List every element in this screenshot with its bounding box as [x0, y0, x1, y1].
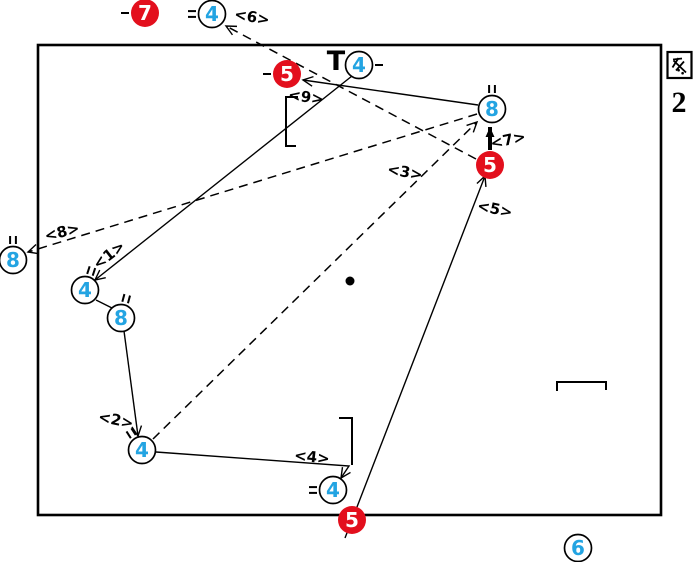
pass-6-arrowhead: [224, 25, 238, 36]
player-4-bottom: 4: [309, 475, 348, 505]
player-4-bottom-left-number: 4: [135, 438, 149, 462]
player-4-top-left: 4: [188, 0, 227, 29]
caption-number: 2: [672, 86, 687, 119]
move-4: [155, 451, 351, 479]
player-4-left-tick: [86, 265, 91, 275]
player-8-right: 8: [477, 85, 507, 124]
player-8-right-number: 8: [485, 97, 499, 121]
player-8-left: 8: [106, 293, 136, 333]
player-5-bottom-red: 5: [338, 506, 366, 534]
center-dot: [345, 276, 355, 286]
player-4-top: 4: [344, 50, 383, 80]
player-5-right-red-number: 5: [483, 153, 497, 177]
screen-t-symbol: T: [327, 46, 346, 77]
player-4-bottom-circle: [318, 475, 348, 505]
player-8-left-number: 8: [114, 306, 128, 330]
pass-8-arrowhead: [26, 243, 39, 255]
player-4-bottom-left-tick: [130, 427, 137, 436]
player-5-right-red: 5: [476, 151, 504, 179]
step-labels: <1> <2> <3> <4> <5> <6> <7> <8> <9>: [43, 5, 528, 468]
player-5-top-red-circle: [273, 60, 301, 88]
pass-3: [152, 121, 478, 440]
player-4-top-circle: [344, 50, 374, 80]
pass-6: [225, 25, 477, 160]
player-4-top-left-circle: [197, 0, 227, 29]
movement-and-pass-lines: [26, 25, 495, 539]
player-6: 6: [563, 533, 593, 562]
label-7: <7>: [489, 127, 528, 152]
player-6-number: 6: [571, 536, 585, 560]
player-8-outside-left-circle: [0, 245, 28, 275]
pass-8: [27, 113, 478, 253]
pass-3-arrowhead: [466, 120, 479, 133]
player-4-left-number: 4: [78, 278, 92, 302]
label-3: <3>: [386, 160, 424, 184]
label-8: <8>: [43, 219, 82, 245]
move-4c-to-8c: [95, 299, 113, 309]
player-5-bottom-red-circle: [338, 506, 366, 534]
player-7-red: 7: [121, 0, 159, 27]
player-8-outside-left-number: 8: [6, 248, 20, 272]
player-4-bottom-number: 4: [326, 478, 340, 502]
label-4: <4>: [293, 446, 330, 468]
move-4-arrowhead: [340, 467, 351, 480]
cut-7-bold-arrow-arrowhead: [485, 127, 495, 138]
player-7-red-circle: [131, 0, 159, 27]
player-4-left: 4: [70, 265, 100, 305]
screen-bracket-top: [285, 96, 298, 147]
player-5-top-red-number: 5: [280, 62, 294, 86]
player-4-bottom-left-circle: [127, 435, 157, 465]
move-2: [123, 330, 139, 437]
move-5: [344, 175, 486, 539]
label-5: <5>: [476, 196, 515, 221]
label-6: <6>: [233, 5, 271, 29]
player-8-right-circle: [477, 94, 507, 124]
figure-caption: 2: [666, 50, 693, 119]
player-5-right-red-circle: [476, 151, 504, 179]
move-8a-to-5a-arrowhead: [301, 75, 314, 87]
player-4-left-tick: [91, 267, 97, 276]
player-7-red-number: 7: [138, 1, 152, 25]
player-4-bottom-left: 4: [125, 427, 157, 465]
label-9: <9>: [287, 86, 325, 109]
player-4-left-circle: [70, 275, 100, 305]
player-8-left-tick: [126, 295, 131, 304]
player-5-bottom-red-number: 5: [345, 508, 359, 532]
move-2-arrowhead: [131, 425, 143, 438]
bench-mark: [556, 381, 607, 391]
caption-char-tu: [666, 50, 693, 80]
screen-bracket-bottom: [339, 417, 353, 465]
label-2: <2>: [97, 407, 136, 432]
label-1: <1>: [89, 237, 128, 273]
player-8-outside-left: 8: [0, 236, 28, 275]
move-8a-to-5a: [302, 79, 479, 106]
player-4-bottom-left-tick: [125, 430, 132, 439]
player-4-top-number: 4: [352, 53, 366, 77]
move-1: [94, 75, 353, 281]
player-4-top-left-number: 4: [205, 2, 219, 26]
player-8-left-circle: [106, 303, 136, 333]
player-8-left-tick: [121, 293, 126, 303]
player-5-top-red: 5: [263, 60, 301, 88]
